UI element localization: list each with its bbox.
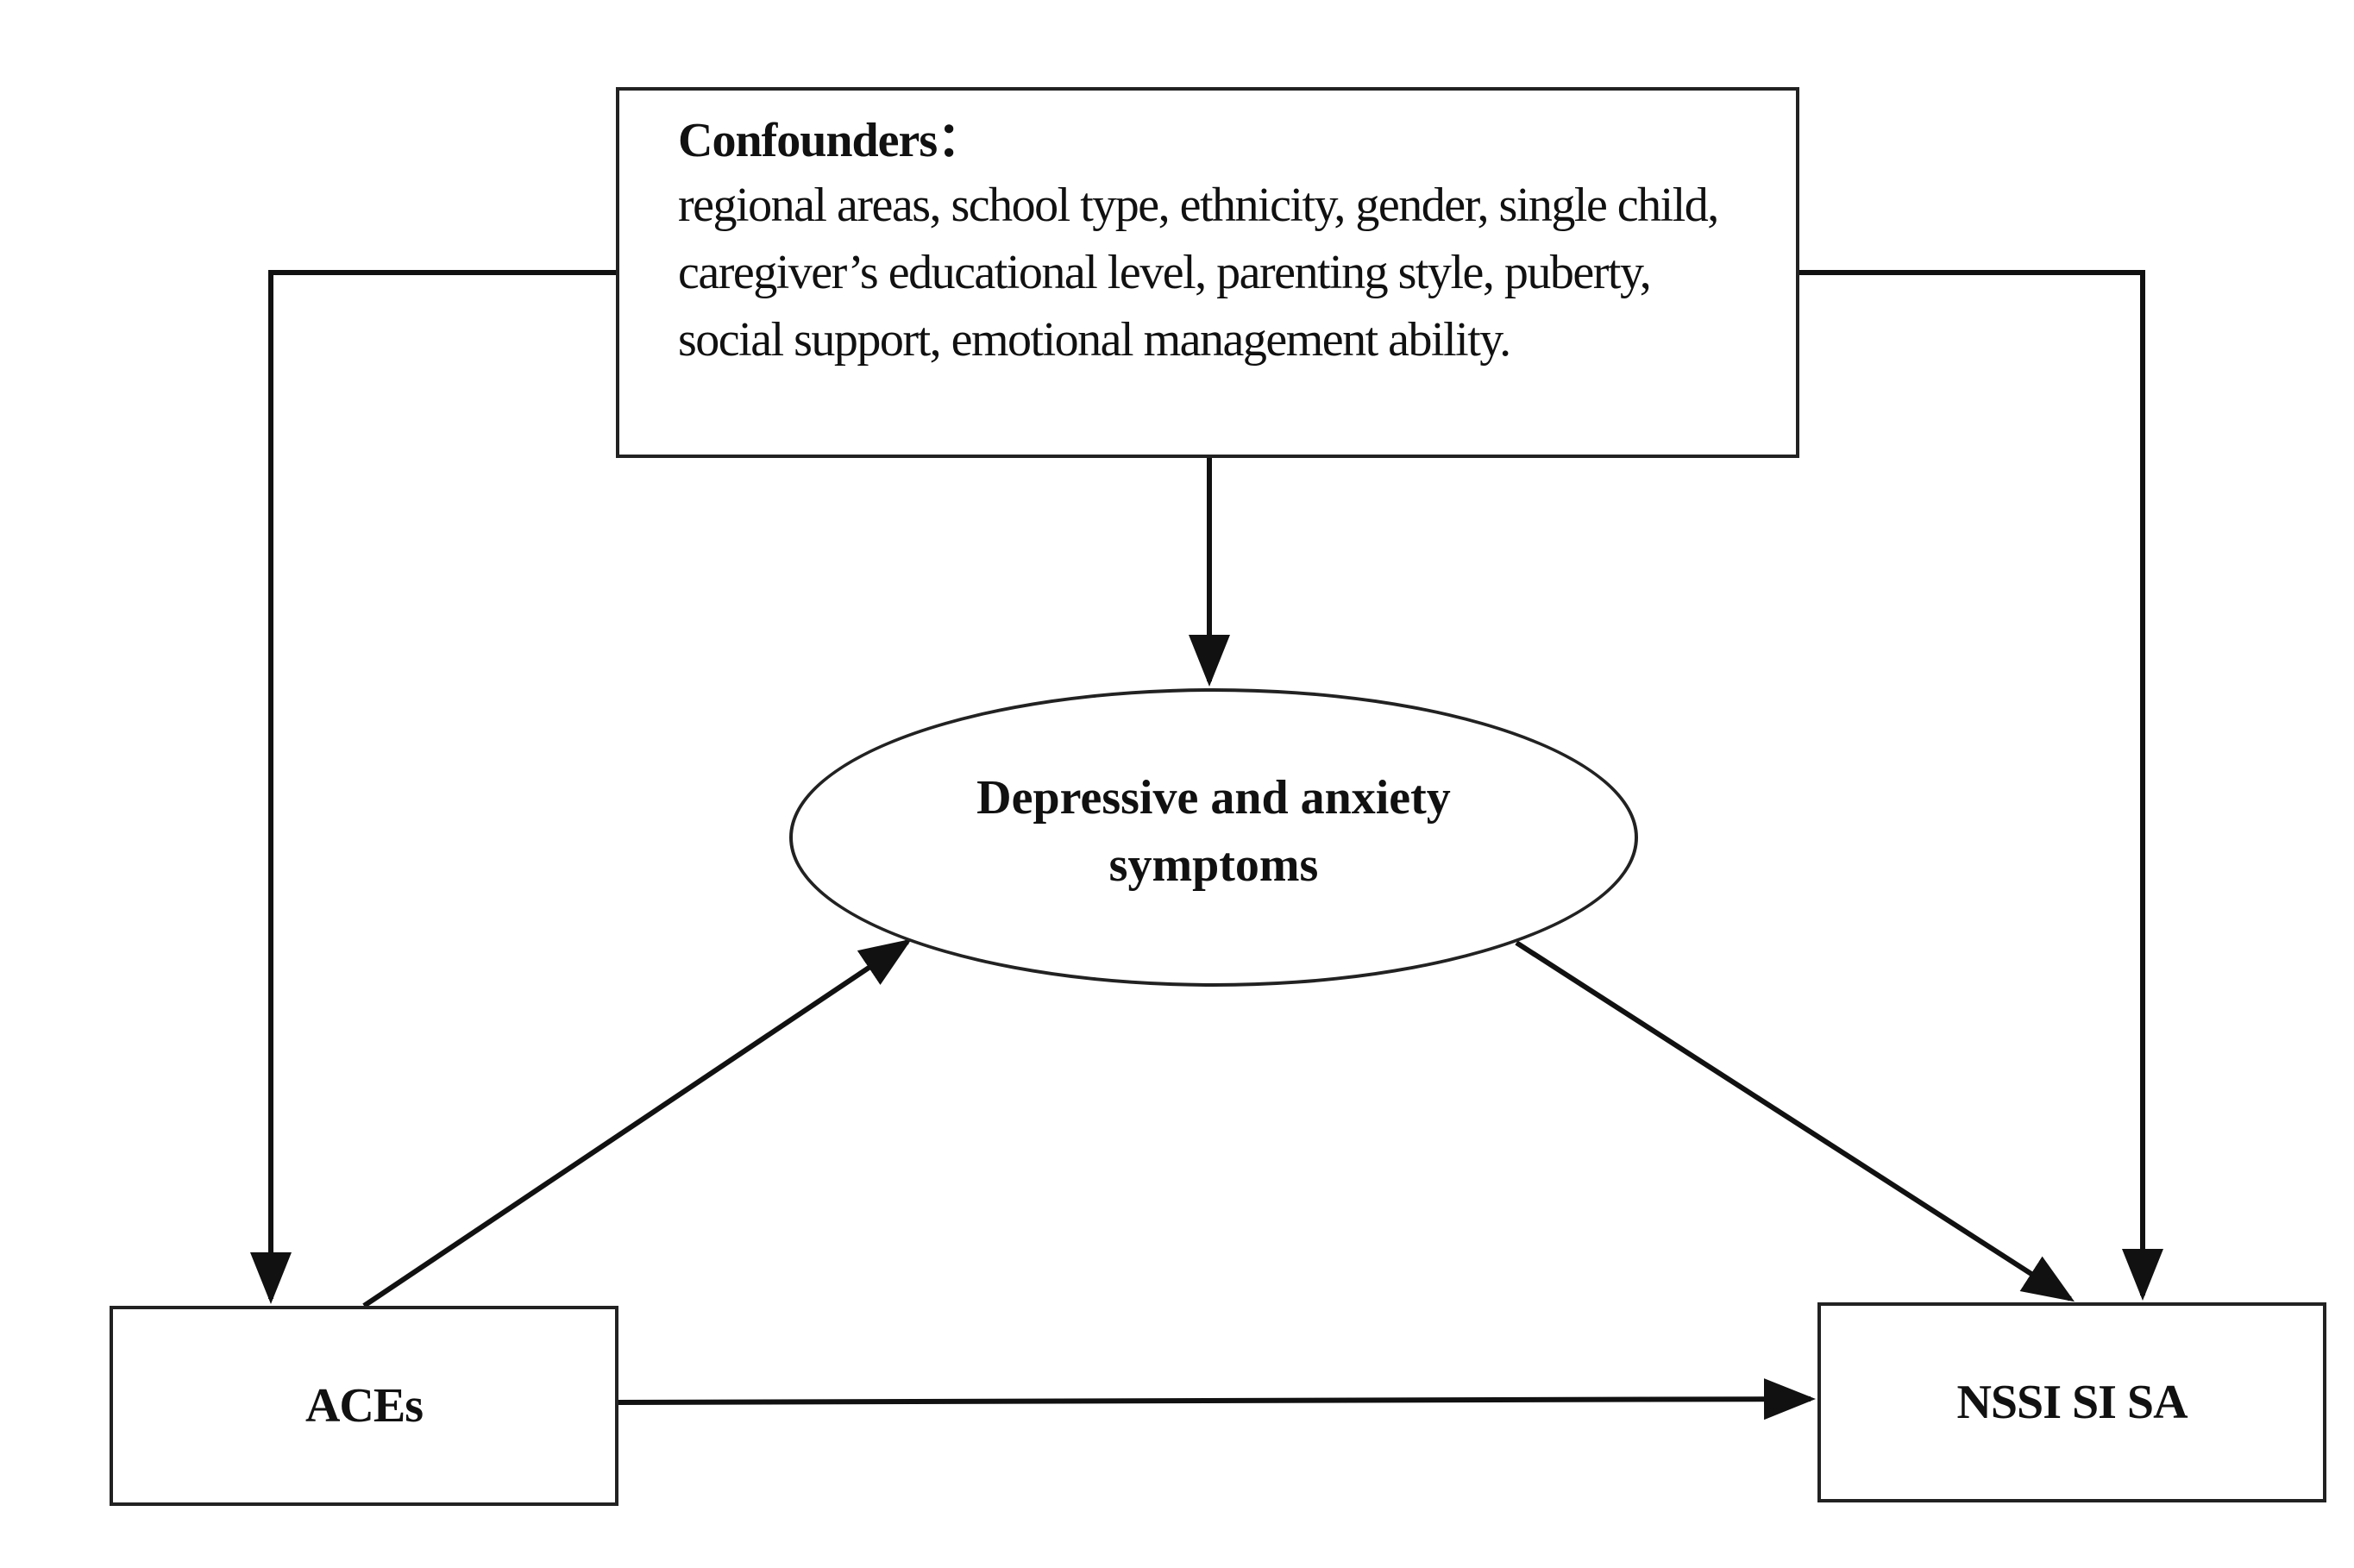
outcome-label: NSSI SI SA xyxy=(1956,1376,2188,1429)
confounders-box: Confounders： regional areas, school type… xyxy=(616,87,1799,458)
mediator-label: Depressive and anxiety symptoms xyxy=(976,771,1451,892)
outcome-box: NSSI SI SA xyxy=(1817,1302,2326,1502)
mediator-ellipse: Depressive and anxiety symptoms xyxy=(789,688,1638,987)
confounders-title: Confounders： xyxy=(678,114,985,167)
arrow-mediator-to-outcome xyxy=(1515,940,2075,1302)
exposure-label: ACEs xyxy=(304,1379,424,1433)
exposure-box: ACEs xyxy=(110,1306,618,1506)
arrow-aces-to-outcome xyxy=(618,1378,1816,1421)
arrow-aces-to-mediator xyxy=(362,938,912,1308)
arrow-confounders-to-aces xyxy=(250,270,616,1304)
confounders-list: regional areas, school type, ethnicity, … xyxy=(678,179,1719,367)
arrow-confounders-to-outcome xyxy=(1799,270,2163,1301)
